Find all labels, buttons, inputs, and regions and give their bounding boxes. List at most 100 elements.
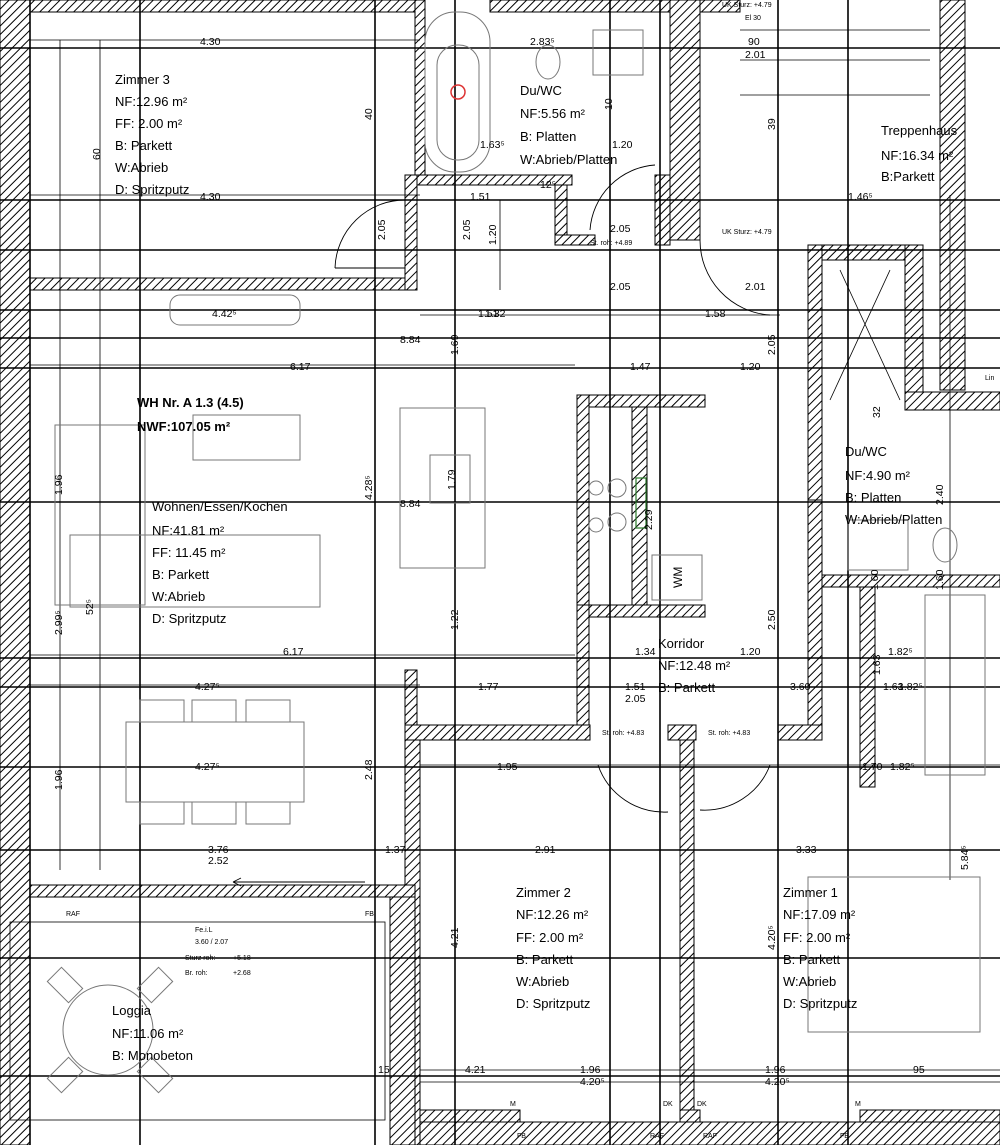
raf-label: RAF bbox=[66, 911, 80, 918]
dim-label: 1.47 bbox=[630, 361, 651, 373]
dk-label: DK bbox=[663, 1101, 673, 1108]
room-line: B: Parkett bbox=[783, 952, 840, 967]
dimension-lines bbox=[30, 39, 1000, 1083]
dim-label: 1.58 bbox=[705, 308, 726, 320]
dim-label: 2.05 bbox=[625, 693, 646, 705]
dim-label: 1.20 bbox=[740, 361, 761, 373]
room-line: W:Abrieb bbox=[115, 160, 168, 175]
room-korridor: Korridor NF:12.48 m² B: Parkett bbox=[658, 636, 731, 695]
dim-label: 1.60 bbox=[934, 569, 946, 590]
room-line: NF:12.96 m² bbox=[115, 94, 188, 109]
room-line: NF:41.81 m² bbox=[152, 523, 225, 538]
dim-label: 10 bbox=[603, 98, 615, 110]
dim-label: 2.91 bbox=[535, 844, 556, 856]
dimension-labels: 4.30 4.30 2.83⁵ 90 2.01 1.63⁵ 1.20 1.51 … bbox=[53, 36, 971, 1088]
dim-label: 1.20 bbox=[612, 139, 633, 151]
dim-label: 1.79 bbox=[446, 469, 458, 490]
room-name: Treppenhaus bbox=[881, 123, 958, 138]
room-loggia: Loggia NF:11.06 m² B: Monobeton bbox=[112, 1003, 193, 1063]
m-label: M bbox=[855, 1101, 861, 1108]
dim-label: 8.84 bbox=[400, 498, 421, 510]
room-line: FF: 2.00 m² bbox=[783, 930, 851, 945]
window-br: Br. roh: bbox=[185, 970, 208, 977]
dim-label: 2.40 bbox=[934, 484, 946, 505]
dim-label: 8.84 bbox=[400, 334, 421, 346]
room-line: B: Platten bbox=[845, 490, 901, 505]
room-line: D: Spritzputz bbox=[152, 611, 226, 626]
dim-label: 1.20 bbox=[487, 224, 499, 245]
dim-label: 1.95 bbox=[497, 761, 518, 773]
room-duwc-1: Du/WC NF:5.56 m² B: Platten W:Abrieb/Pla… bbox=[520, 83, 617, 167]
dim-label: 2.05 bbox=[610, 223, 631, 235]
room-line: NF:11.06 m² bbox=[112, 1026, 184, 1041]
dim-label: 4.30 bbox=[200, 191, 221, 203]
raf-label: RAF bbox=[703, 1133, 717, 1140]
dim-label: 2.05 bbox=[376, 219, 388, 240]
room-line: B:Parkett bbox=[881, 169, 935, 184]
dim-label: 2.01 bbox=[745, 49, 766, 61]
window-sturz: Sturz roh: bbox=[185, 955, 215, 962]
dim-label: 4.28⁵ bbox=[363, 475, 375, 500]
dim-label: 2.29 bbox=[643, 509, 655, 530]
dim-label: 2.52 bbox=[208, 855, 229, 867]
unit-label: WH Nr. A 1.3 (4.5) bbox=[137, 395, 244, 410]
dim-label: 1.82⁵ bbox=[890, 761, 915, 773]
room-line: B: Parkett bbox=[516, 952, 573, 967]
room-name: Zimmer 1 bbox=[783, 885, 838, 900]
m-label: M bbox=[510, 1101, 516, 1108]
dim-label: 1.63 bbox=[883, 681, 904, 693]
dim-label: 52⁵ bbox=[84, 599, 96, 615]
room-name: Du/WC bbox=[520, 83, 562, 98]
dim-label: 2.05 bbox=[461, 219, 473, 240]
room-treppenhaus: Treppenhaus NF:16.34 m² B:Parkett bbox=[881, 123, 958, 184]
window-br-val: +2.68 bbox=[233, 970, 251, 977]
room-name: Loggia bbox=[112, 1003, 152, 1018]
room-zimmer2: Zimmer 2 NF:12.26 m² FF: 2.00 m² B: Park… bbox=[516, 885, 590, 1011]
uk-sturz-label: UK Sturz: +4.79 bbox=[722, 2, 772, 9]
room-line: D: Spritzputz bbox=[783, 996, 857, 1011]
dim-label: 4.21 bbox=[449, 927, 461, 948]
room-line: W:Abrieb bbox=[516, 974, 569, 989]
fb-label: FB bbox=[365, 911, 374, 918]
dim-label: 2.48 bbox=[363, 759, 375, 780]
room-zimmer1: Zimmer 1 NF:17.09 m² FF: 2.00 m² B: Park… bbox=[783, 885, 857, 1011]
room-line: NF:17.09 m² bbox=[783, 907, 856, 922]
room-line: NF:5.56 m² bbox=[520, 106, 586, 121]
dim-label: 1.32 bbox=[485, 308, 506, 320]
room-zimmer3: Zimmer 3 NF:12.96 m² FF: 2.00 m² B: Park… bbox=[115, 72, 189, 197]
dim-label: 90 bbox=[748, 36, 760, 48]
dim-label: 39 bbox=[766, 118, 778, 130]
room-name: Du/WC bbox=[845, 444, 887, 459]
room-line: B: Parkett bbox=[115, 138, 172, 153]
room-line: W:Abrieb bbox=[152, 589, 205, 604]
room-line: FF: 2.00 m² bbox=[115, 116, 183, 131]
dim-label: 1.34 bbox=[635, 646, 656, 658]
room-line: FF: 2.00 m² bbox=[516, 930, 584, 945]
dim-label: 1.37 bbox=[385, 844, 406, 856]
dim-label: 3.33 bbox=[796, 844, 817, 856]
lin-label: Lin bbox=[985, 375, 994, 382]
dim-label: 1.63⁵ bbox=[480, 139, 505, 151]
room-wohnen: Wohnen/Essen/Kochen NF:41.81 m² FF: 11.4… bbox=[152, 499, 288, 626]
dim-label: 1.46⁵ bbox=[848, 191, 873, 203]
room-name: Zimmer 2 bbox=[516, 885, 571, 900]
fb-label: FB bbox=[517, 1133, 526, 1140]
dim-label: 4.20⁵ bbox=[580, 1076, 605, 1088]
dim-label: 1.96 bbox=[765, 1064, 786, 1076]
dim-label: 2.05 bbox=[610, 281, 631, 293]
room-line: W:Abrieb/Platten bbox=[520, 152, 617, 167]
dim-label: 1.96 bbox=[580, 1064, 601, 1076]
dim-label: 60 bbox=[91, 148, 103, 160]
st-roh-label: St. roh: +4.89 bbox=[590, 240, 632, 247]
unit-area: NWF:107.05 m² bbox=[137, 419, 231, 434]
dim-label: 4.20⁵ bbox=[765, 1076, 790, 1088]
dim-label: 1.51 bbox=[478, 308, 499, 320]
dim-label: 1.96 bbox=[53, 474, 65, 495]
dim-label: 1.82⁵ bbox=[898, 681, 923, 693]
dim-label: 40 bbox=[363, 108, 375, 120]
room-name: Wohnen/Essen/Kochen bbox=[152, 499, 288, 514]
dim-label: 6.17 bbox=[283, 646, 304, 658]
dim-label: 2.01 bbox=[745, 281, 766, 293]
dim-label: 2.83⁵ bbox=[530, 36, 555, 48]
